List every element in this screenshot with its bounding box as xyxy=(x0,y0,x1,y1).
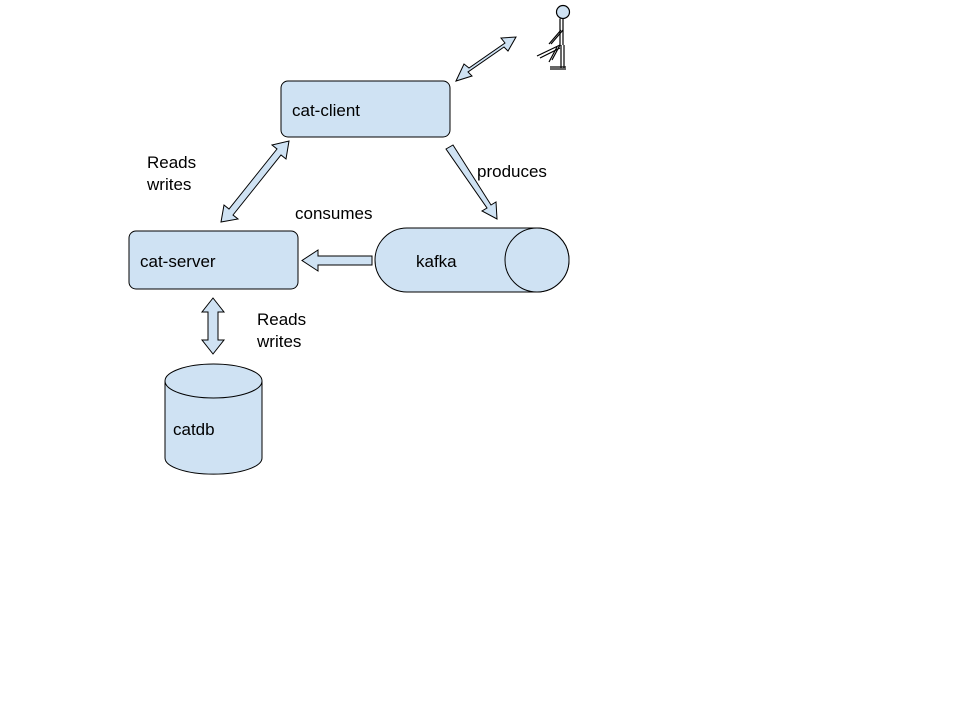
server-db-label-writes: writes xyxy=(256,332,301,351)
cat-server-label: cat-server xyxy=(140,252,216,271)
consumes-arrow xyxy=(301,249,373,272)
user-client-double-arrow xyxy=(455,36,517,82)
kafka-node[interactable]: kafka xyxy=(374,227,570,293)
server-db-label-reads: Reads xyxy=(257,310,306,329)
catdb-node[interactable]: catdb xyxy=(164,363,263,475)
client-server-label-writes: writes xyxy=(146,175,191,194)
catdb-label: catdb xyxy=(173,420,215,439)
user-stick-figure-icon xyxy=(536,4,571,70)
cat-client-label: cat-client xyxy=(292,101,360,120)
cat-client-node[interactable]: cat-client xyxy=(280,80,451,138)
produces-label: produces xyxy=(477,162,547,181)
server-db-double-arrow xyxy=(200,297,226,355)
consumes-label: consumes xyxy=(295,204,372,223)
kafka-label: kafka xyxy=(416,252,457,271)
client-server-label-reads: Reads xyxy=(147,153,196,172)
produces-arrow xyxy=(445,144,498,220)
client-server-double-arrow xyxy=(220,140,290,223)
cat-server-node[interactable]: cat-server xyxy=(128,230,299,290)
